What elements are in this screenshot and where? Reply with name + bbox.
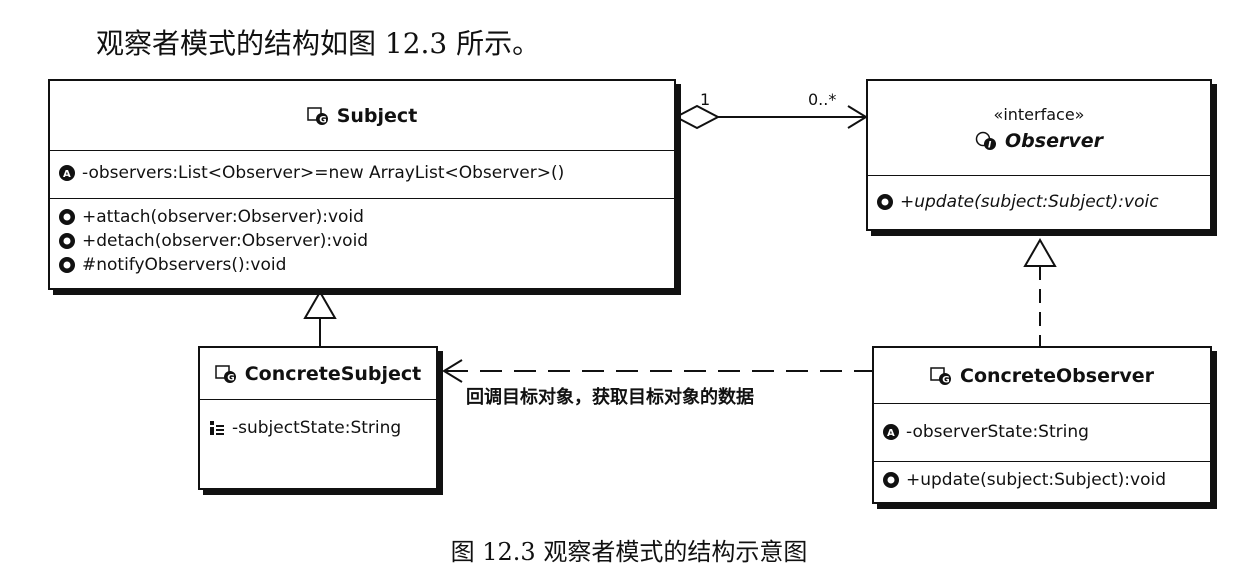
interface-icon: I (975, 131, 997, 150)
subject-name: Subject (336, 104, 418, 127)
realization-connector (1023, 237, 1057, 346)
svg-text:I: I (988, 140, 992, 150)
observer-interface[interactable]: «interface» I Observer +update(subject:S… (866, 79, 1212, 231)
concrete-observer-operations: +update(subject:Subject):void (874, 462, 1210, 498)
concrete-subject-class[interactable]: G ConcreteSubject -subjectState:String (198, 346, 438, 490)
observer-operations: +update(subject:Subject):voic (868, 176, 1210, 220)
protected-method-icon (59, 257, 75, 273)
subject-name-row: G Subject (306, 104, 418, 127)
public-method-icon (59, 233, 75, 249)
private-field-icon (210, 421, 224, 435)
target-multiplicity: 0..* (808, 90, 837, 109)
svg-text:G: G (319, 115, 326, 125)
concrete-subject-attributes: -subjectState:String (200, 400, 436, 446)
attribute-row: -subjectState:String (208, 416, 428, 440)
realization-triangle (1023, 237, 1057, 267)
operation-row: +update(subject:Subject):void (882, 468, 1202, 492)
subject-header: G Subject (50, 81, 674, 151)
concrete-observer-header: G ConcreteObserver (874, 348, 1210, 404)
concrete-subject-name: ConcreteSubject (244, 362, 422, 385)
source-multiplicity: 1 (700, 90, 711, 109)
dependency-connector (442, 359, 872, 383)
observer-name: Observer (1005, 129, 1103, 152)
dependency-arrowhead (442, 359, 463, 383)
svg-text:A: A (887, 428, 895, 439)
dependency-label: 回调目标对象，获取目标对象的数据 (466, 387, 754, 408)
operation-row: +update(subject:Subject):voic (876, 190, 1202, 214)
concrete-observer-class[interactable]: G ConcreteObserver A -observerState:Stri… (872, 346, 1212, 504)
svg-text:G: G (227, 373, 234, 383)
attribute-row: A -observers:List<Observer>=new ArrayLis… (58, 161, 666, 185)
aggregation-diamond (673, 104, 721, 130)
class-icon: G (930, 366, 951, 385)
subject-operations: +attach(observer:Observer):void +detach(… (50, 199, 674, 283)
subject-attributes: A -observers:List<Observer>=new ArrayLis… (50, 151, 674, 199)
operation-row: #notifyObservers():void (58, 253, 666, 277)
concrete-observer-name-row: G ConcreteObserver (930, 365, 1154, 387)
svg-text:A: A (63, 169, 71, 180)
class-icon: G (306, 106, 328, 125)
observer-name-row: I Observer (975, 130, 1103, 152)
subject-class[interactable]: G Subject A -observers:List<Observer>=ne… (48, 79, 676, 290)
operation-row: +attach(observer:Observer):void (58, 205, 666, 229)
concrete-observer-name: ConcreteObserver (960, 364, 1154, 387)
aggregation-connector (673, 104, 868, 130)
intro-text: 观察者模式的结构如图 12.3 所示。 (96, 27, 541, 60)
public-method-icon (883, 472, 899, 488)
public-method-icon (59, 209, 75, 225)
attribute-row: A -observerState:String (882, 420, 1202, 444)
concrete-subject-header: G ConcreteSubject (200, 348, 436, 400)
abstract-field-icon: A (59, 165, 75, 181)
concrete-subject-name-row: G ConcreteSubject (214, 362, 422, 385)
operation-row: +detach(observer:Observer):void (58, 229, 666, 253)
generalization-connector (303, 289, 337, 346)
generalization-triangle (303, 289, 337, 319)
figure-caption: 图 12.3 观察者模式的结构示意图 (450, 538, 808, 566)
observer-header: «interface» I Observer (868, 81, 1210, 176)
observer-stereotype: «interface» (993, 104, 1085, 124)
svg-text:G: G (942, 375, 949, 385)
class-icon: G (214, 364, 236, 383)
abstract-field-icon: A (883, 424, 899, 440)
concrete-observer-attributes: A -observerState:String (874, 404, 1210, 462)
abstract-method-icon (877, 194, 893, 210)
